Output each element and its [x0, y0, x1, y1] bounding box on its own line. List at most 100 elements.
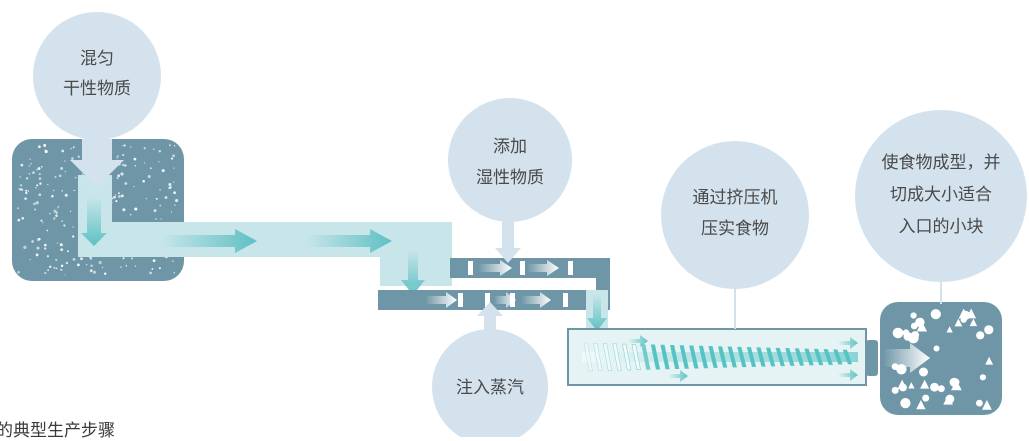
speckle	[124, 182, 128, 185]
extruder-unit	[567, 328, 878, 386]
speckle	[98, 261, 102, 265]
kibble-piece	[908, 332, 919, 344]
speckle	[134, 207, 138, 211]
speckle	[89, 269, 93, 273]
kibble-piece	[982, 399, 992, 410]
speckle	[143, 162, 146, 164]
speckle	[53, 209, 57, 213]
screw-flight	[622, 343, 632, 371]
speckle	[64, 160, 66, 162]
speckle	[64, 193, 68, 197]
speckle	[58, 174, 62, 178]
kibble-piece	[954, 318, 963, 327]
speckle	[20, 163, 24, 167]
speckle	[57, 205, 60, 208]
speckle	[72, 258, 76, 261]
speckle	[32, 171, 35, 175]
speckle	[46, 229, 49, 232]
speckle	[168, 183, 172, 186]
speckle	[134, 265, 137, 267]
speckle	[122, 257, 125, 260]
speckle	[38, 145, 41, 149]
speckle	[168, 186, 171, 190]
flow-arrow-icon	[494, 292, 516, 308]
speckle	[130, 214, 132, 216]
flow-arrow-icon	[521, 292, 551, 308]
screw-flight	[612, 343, 622, 371]
speckle	[61, 189, 64, 192]
speckle	[113, 195, 116, 199]
speckle	[117, 174, 121, 178]
speckle	[120, 172, 124, 176]
kibble-piece	[949, 377, 959, 387]
speckle	[44, 247, 47, 250]
speckle	[26, 177, 29, 180]
speckle	[172, 181, 175, 183]
screw-flight	[823, 349, 833, 365]
speckle	[77, 155, 80, 158]
speckle	[173, 167, 175, 169]
speckle	[61, 220, 63, 222]
speckle	[147, 175, 151, 179]
speckle	[174, 204, 176, 206]
speckle	[122, 153, 125, 157]
kibble-piece	[985, 356, 994, 365]
speckle	[170, 211, 173, 213]
speckle	[172, 260, 174, 262]
kibble-piece	[891, 386, 899, 394]
speckle	[170, 157, 174, 160]
flow-arrow-icon	[425, 292, 457, 308]
speckle	[51, 194, 54, 198]
speckle	[175, 198, 179, 203]
step-bubble-shape: 使食物成型，并 切成大小适合 入口的小块	[855, 110, 1027, 304]
speckle	[80, 257, 83, 261]
screw-flight	[833, 349, 843, 365]
speckle	[53, 217, 56, 220]
speckle	[25, 191, 28, 195]
speckle	[28, 173, 31, 175]
speckle	[143, 147, 146, 150]
kibble-piece	[984, 325, 994, 335]
speckle	[55, 258, 58, 261]
speckle	[61, 149, 65, 153]
speckle	[31, 240, 34, 243]
kibble-piece	[976, 331, 985, 340]
speckle	[122, 208, 126, 212]
speckle	[47, 183, 49, 186]
screw-auger-icon	[582, 342, 858, 372]
speckle	[63, 224, 66, 227]
speckle	[29, 158, 31, 160]
speckle	[30, 162, 32, 165]
speckle	[153, 148, 155, 150]
speckle	[19, 176, 21, 178]
flow-arrow-icon	[81, 197, 107, 246]
speckle	[19, 184, 23, 187]
speckle	[69, 210, 72, 212]
speckle	[38, 237, 41, 241]
flow-arrow-icon	[883, 343, 930, 373]
extrude-line1: 通过挤压机	[693, 188, 778, 208]
kibble-piece	[922, 394, 930, 402]
speckle	[158, 149, 162, 153]
speckle	[116, 177, 119, 180]
kibble-piece	[900, 398, 911, 409]
speckle	[173, 145, 176, 147]
flow-arrow-icon	[587, 294, 607, 331]
add-wet-line2: 湿性物质	[476, 168, 544, 188]
speckle	[81, 173, 84, 175]
flow-arrow-icon	[628, 335, 648, 347]
speckle	[71, 157, 74, 160]
speckle	[72, 235, 75, 238]
speckle	[24, 197, 27, 200]
speckle	[173, 272, 176, 274]
kibble-piece	[916, 400, 926, 410]
steam-line1: 注入蒸汽	[456, 378, 524, 398]
speckle	[23, 245, 27, 249]
speckle	[145, 197, 148, 200]
kibble-piece	[930, 309, 941, 320]
screw-flight	[718, 346, 728, 368]
speckle	[155, 197, 158, 200]
speckle	[56, 242, 59, 244]
screw-flight	[708, 346, 718, 368]
speckle	[151, 268, 154, 270]
